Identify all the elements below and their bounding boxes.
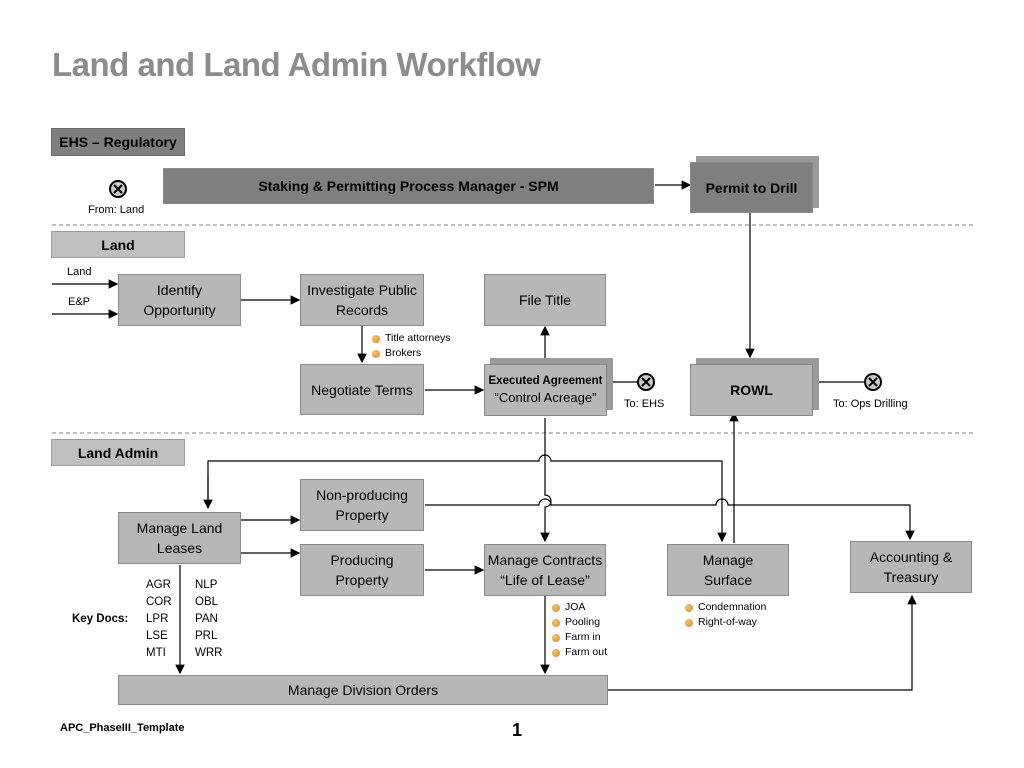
key-docs-label: Key Docs: (72, 613, 129, 625)
manage-surface-box: Manage Surface (667, 544, 789, 596)
doc-code: WRR (195, 647, 223, 659)
bullet-icon (372, 334, 380, 343)
permit-to-drill-box: Permit to Drill (690, 162, 813, 213)
lane-ehs-regulatory: EHS – Regulatory (51, 128, 185, 156)
to-ops-drilling-label: To: Ops Drilling (833, 398, 908, 410)
spm-box: Staking & Permitting Process Manager - S… (163, 168, 654, 204)
executed-line1: Executed Agreement (488, 375, 603, 387)
input-ep-label: E&P (68, 296, 91, 308)
manage-division-orders-box: Manage Division Orders (118, 675, 608, 705)
connector-x-icon (637, 373, 655, 391)
doc-code: LPR (146, 613, 169, 625)
key-docs-col2: NLP OBL PAN PRL WRR (195, 577, 222, 662)
contracts-line1: Manage Contracts (487, 552, 603, 568)
lane-land-admin: Land Admin (51, 439, 185, 466)
bullet-text: Pooling (565, 616, 601, 628)
rowl-box: ROWL (690, 364, 813, 416)
bullet-icon (685, 603, 693, 612)
non-producing-box: Non-producing Property (300, 479, 424, 531)
bullet-icon (372, 349, 380, 358)
page-number: 1 (512, 720, 523, 740)
executed-agreement-box: Executed Agreement “Control Acreage” (484, 364, 607, 416)
doc-code: OBL (195, 596, 219, 608)
to-ehs-label: To: EHS (624, 398, 665, 410)
manage-contracts-box: Manage Contracts “Life of Lease” (484, 544, 606, 596)
bullet-text: Condemnation (698, 601, 767, 613)
page-title: Land and Land Admin Workflow (52, 46, 541, 83)
accounting-treasury-box: Accounting & Treasury (850, 541, 972, 593)
template-name: APC_PhaseIII_Template (60, 722, 185, 734)
bullet-text: Title attorneys (385, 332, 451, 344)
investigate-bullets: Title attorneys Brokers (372, 331, 451, 361)
doc-code: PRL (195, 630, 218, 642)
bullet-icon (552, 633, 560, 642)
doc-code: LSE (146, 630, 168, 642)
connector-x-icon (864, 373, 882, 391)
bullet-text: Brokers (385, 347, 422, 359)
doc-code: NLP (195, 579, 218, 591)
identify-opportunity-box: Identify Opportunity (118, 274, 241, 326)
manage-land-leases-box: Manage Land Leases (118, 512, 241, 564)
investigate-records-box: Investigate Public Records (300, 274, 424, 326)
bullet-text: Farm out (565, 646, 608, 658)
doc-code: COR (146, 596, 172, 608)
bullet-icon (552, 603, 560, 612)
doc-code: AGR (146, 579, 171, 591)
bullet-icon (685, 618, 693, 627)
negotiate-terms-box: Negotiate Terms (300, 364, 424, 415)
key-docs-col1: AGR COR LPR LSE MTI (146, 577, 172, 662)
contracts-bullets: JOA Pooling Farm in Farm out (552, 600, 607, 660)
file-title-box: File Title (484, 274, 606, 326)
lane-land: Land (51, 231, 185, 258)
input-land-label: Land (67, 266, 92, 278)
bullet-text: JOA (565, 601, 586, 613)
bullet-icon (552, 648, 560, 657)
connector-x-icon (109, 180, 127, 198)
surface-bullets: Condemnation Right-of-way (685, 600, 766, 630)
producing-box: Producing Property (300, 544, 424, 596)
doc-code: MTI (146, 647, 166, 659)
bullet-text: Farm in (565, 631, 601, 643)
bullet-text: Right-of-way (698, 616, 757, 628)
executed-line2: “Control Acreage” (494, 390, 597, 405)
from-land-label: From: Land (88, 204, 145, 216)
bullet-icon (552, 618, 560, 627)
contracts-line2: “Life of Lease” (500, 572, 590, 588)
doc-code: PAN (195, 613, 218, 625)
